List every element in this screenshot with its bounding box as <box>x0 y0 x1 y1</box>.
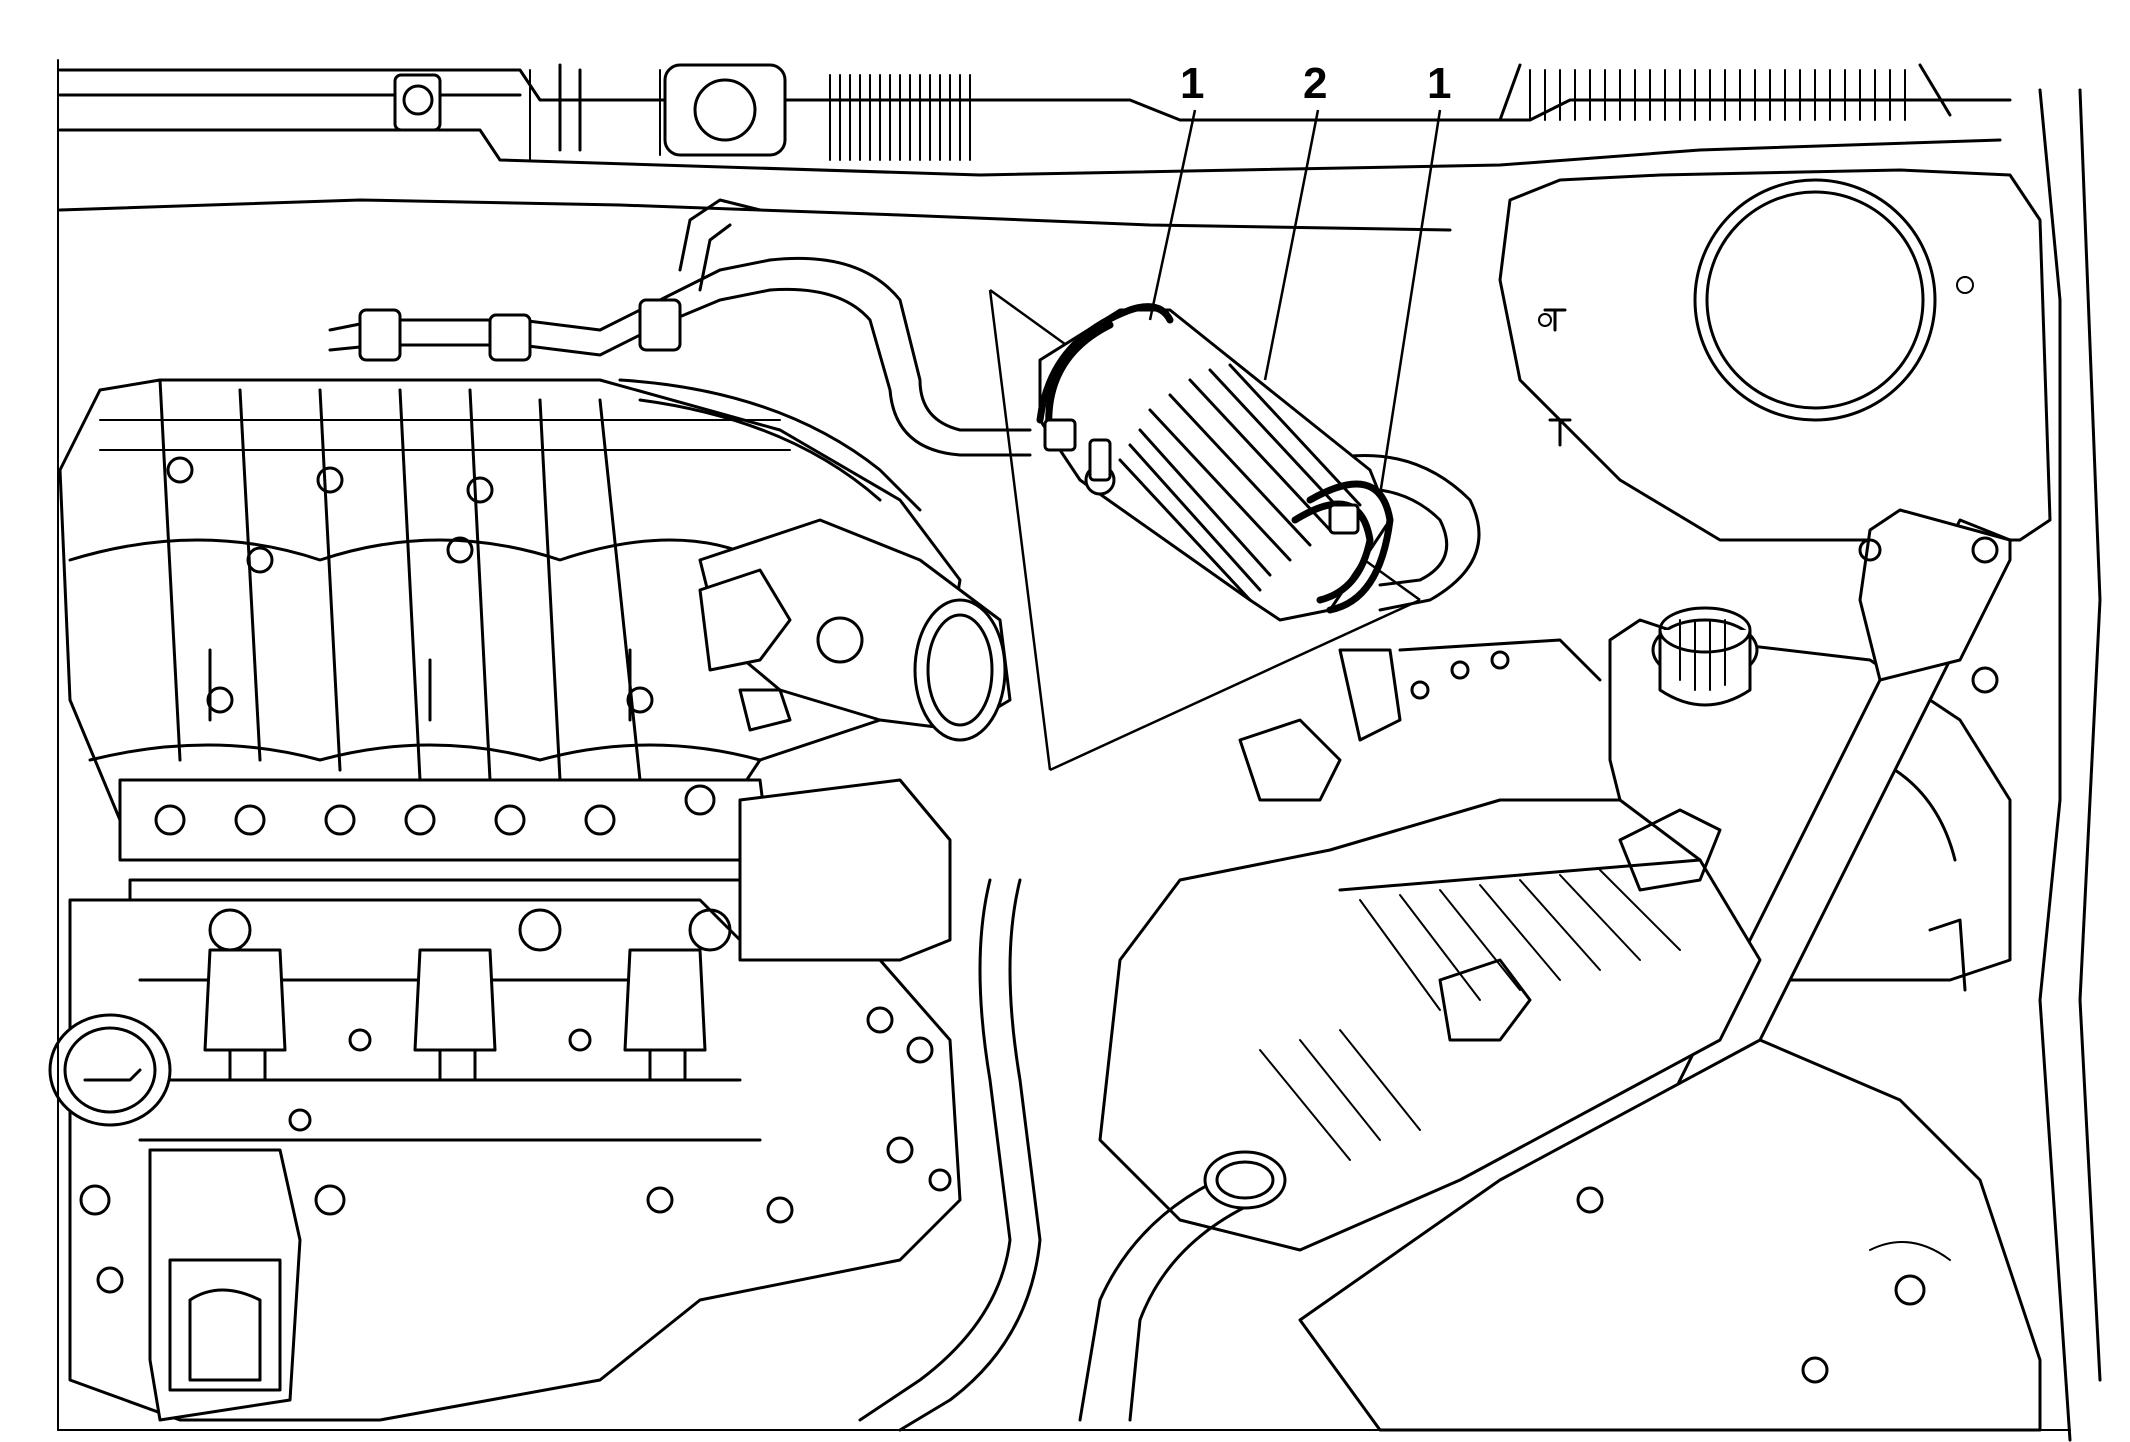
engine-mount <box>79 1148 346 1422</box>
duct-clamp-left <box>1036 303 1174 452</box>
heater-hose <box>858 878 1042 1432</box>
engine-cover-panel <box>738 778 952 962</box>
illustration-frame <box>57 59 2071 1431</box>
strut-tower <box>1498 88 2102 1442</box>
duct-clamp-right <box>1291 480 1394 614</box>
callout-leaders <box>1148 109 1442 496</box>
air-inlet-duct <box>1038 308 1392 622</box>
radiator-fins <box>829 63 1952 161</box>
cowl-panel <box>58 63 2012 232</box>
callout-clamp-left: 1 <box>1180 59 1204 108</box>
throttle-body <box>698 518 1012 742</box>
callout-duct: 2 <box>1303 59 1327 108</box>
air-cleaner-box <box>1098 798 2042 1432</box>
callout-clamp-right: 1 <box>1427 59 1451 108</box>
oil-filler-cap <box>48 1013 172 1127</box>
breather-hoses <box>328 198 1032 457</box>
wiring-harness <box>1238 638 1722 1042</box>
radiator-hose <box>1078 1150 1287 1422</box>
